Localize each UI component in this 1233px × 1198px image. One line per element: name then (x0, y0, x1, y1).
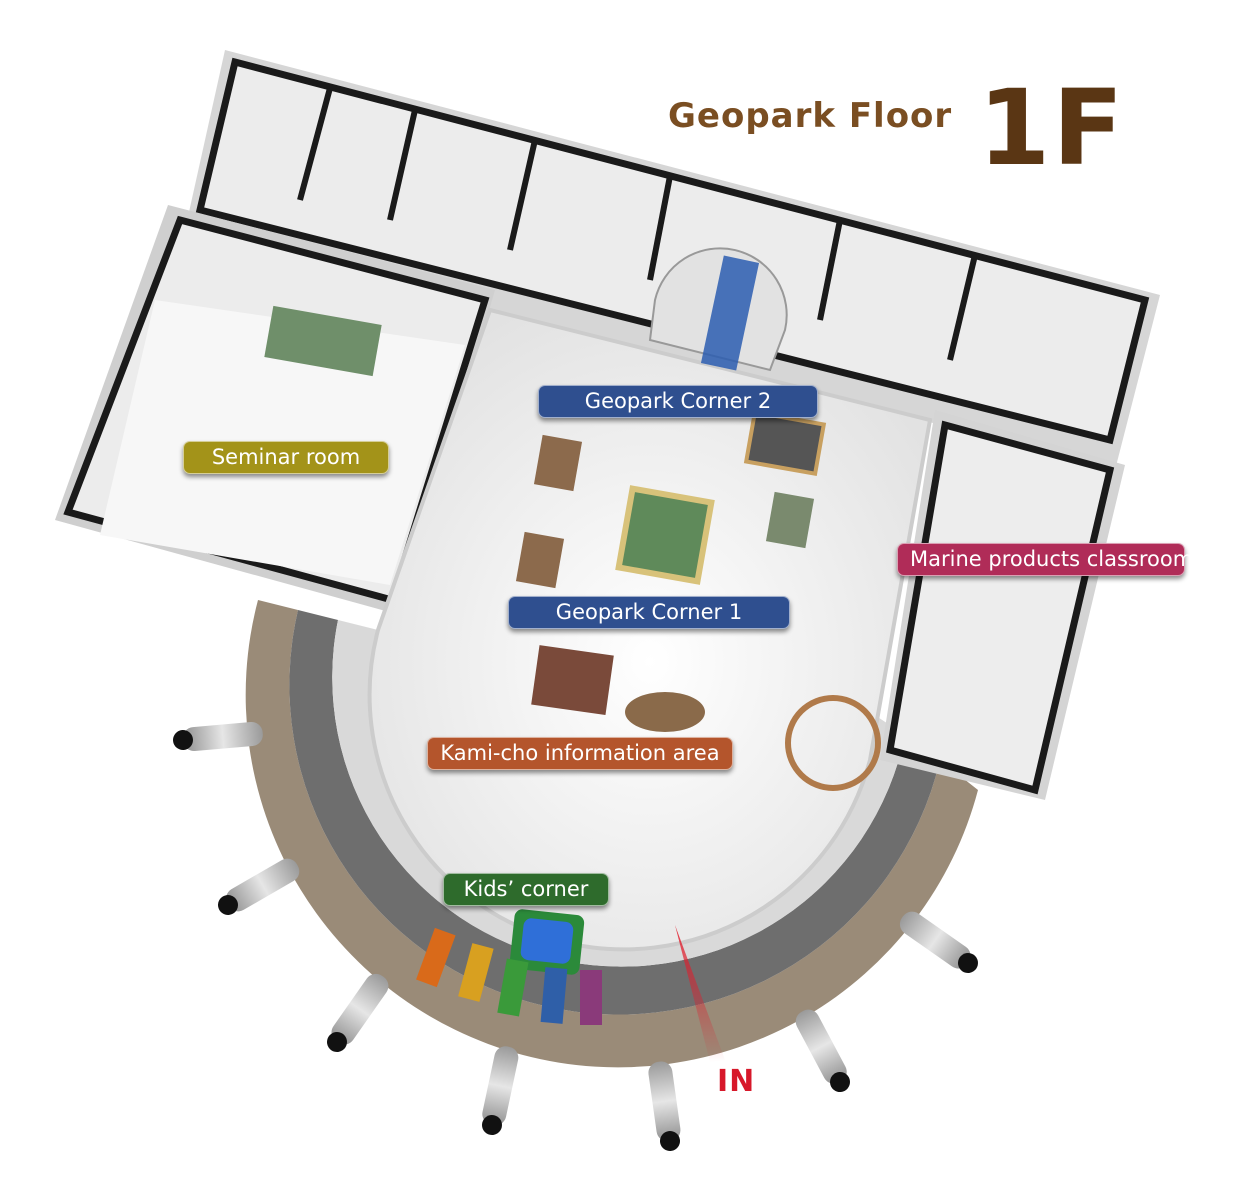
back-office-wing (185, 50, 1160, 470)
entrance-arrow (675, 925, 725, 1062)
floor-number: 1F (978, 67, 1126, 189)
label-kami-cho-information-area[interactable]: Kami-cho information area (427, 737, 733, 770)
entrance-label: IN (717, 1064, 756, 1099)
map-title: Geopark Floor (668, 96, 953, 136)
seminar-room-block (55, 205, 495, 615)
label-marine-products-classroom[interactable]: Marine products classroom (897, 543, 1193, 576)
kids-corner-mat (509, 909, 585, 975)
label-geopark-corner-2[interactable]: Geopark Corner 2 (538, 385, 818, 418)
outdoor-columns (173, 721, 978, 1151)
label-kids-corner[interactable]: Kids’ corner (443, 873, 609, 906)
label-geopark-corner-1[interactable]: Geopark Corner 1 (508, 596, 790, 629)
wall-posters (416, 927, 602, 1025)
marine-classroom-block (880, 410, 1125, 800)
exhibit-cases (515, 409, 881, 791)
elevator-rotunda (648, 247, 788, 372)
label-seminar-room[interactable]: Seminar room (183, 441, 389, 474)
